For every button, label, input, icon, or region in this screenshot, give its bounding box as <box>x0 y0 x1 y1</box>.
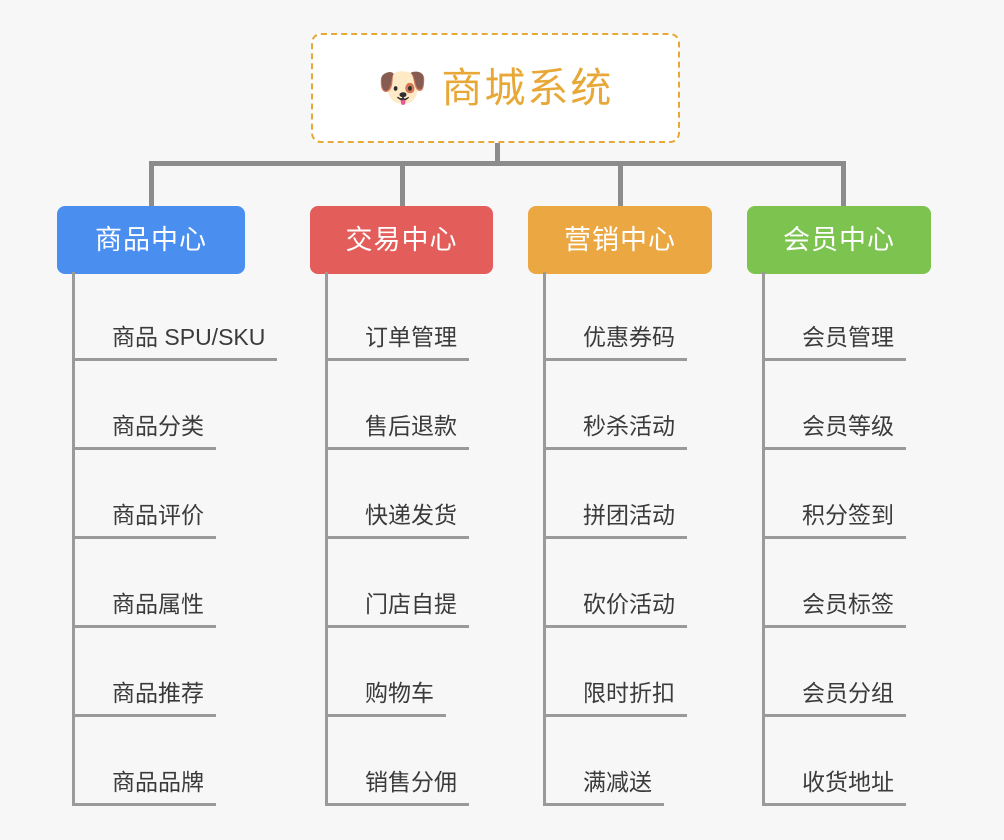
leaf-item[interactable]: 商品评价 <box>72 450 216 539</box>
leaf-item[interactable]: 积分签到 <box>762 450 906 539</box>
connector-drop-trade-center <box>400 161 405 206</box>
leaf-label: 订单管理 <box>365 323 457 350</box>
leaf-label: 满减送 <box>583 768 652 795</box>
leaf-item[interactable]: 拼团活动 <box>543 450 687 539</box>
leaf-item[interactable]: 会员分组 <box>762 628 906 717</box>
connector-drop-product-center <box>149 161 154 206</box>
connector-drop-member-center <box>841 161 846 206</box>
connector-drop-marketing-center <box>618 161 623 206</box>
leaf-spine-marketing-center <box>543 272 546 806</box>
connector-horizontal-bus <box>149 161 846 166</box>
leaf-item[interactable]: 优惠券码 <box>543 272 687 361</box>
leaf-item[interactable]: 售后退款 <box>325 361 469 450</box>
category-label-product-center: 商品中心 <box>95 224 207 255</box>
leaf-label: 砍价活动 <box>583 590 675 617</box>
category-label-trade-center: 交易中心 <box>345 224 458 255</box>
leaf-item[interactable]: 商品品牌 <box>72 717 216 806</box>
leaf-item[interactable]: 满减送 <box>543 717 664 806</box>
leaf-label: 积分签到 <box>802 501 894 528</box>
root-node-shop-system[interactable]: 🐶 商城系统 <box>311 33 680 143</box>
leaf-label: 门店自提 <box>365 590 457 617</box>
shiba-dog-face-icon: 🐶 <box>377 66 428 110</box>
category-label-member-center: 会员中心 <box>783 224 895 255</box>
leaf-item[interactable]: 快递发货 <box>325 450 469 539</box>
leaf-label: 售后退款 <box>365 412 457 439</box>
leaf-label: 快递发货 <box>365 501 457 528</box>
leaf-item[interactable]: 商品属性 <box>72 539 216 628</box>
leaf-item[interactable]: 门店自提 <box>325 539 469 628</box>
category-label-marketing-center: 营销中心 <box>564 224 676 255</box>
leaf-spine-member-center <box>762 272 765 806</box>
leaf-label: 会员管理 <box>802 323 894 350</box>
category-box-product-center[interactable]: 商品中心 <box>57 206 245 274</box>
leaf-label: 商品推荐 <box>112 679 204 706</box>
leaf-item[interactable]: 收货地址 <box>762 717 906 806</box>
category-box-member-center[interactable]: 会员中心 <box>747 206 931 274</box>
leaf-label: 秒杀活动 <box>583 412 675 439</box>
leaf-label: 优惠券码 <box>583 323 675 350</box>
leaf-label: 收货地址 <box>802 768 894 795</box>
leaf-label: 商品评价 <box>112 501 204 528</box>
leaf-label: 商品 SPU/SKU <box>112 323 266 350</box>
leaf-item[interactable]: 会员等级 <box>762 361 906 450</box>
leaf-label: 商品属性 <box>112 590 204 617</box>
leaf-spine-trade-center <box>325 272 328 806</box>
leaf-label: 商品品牌 <box>112 768 204 795</box>
leaf-label: 会员分组 <box>802 679 894 706</box>
leaf-spine-product-center <box>72 272 75 806</box>
leaf-item[interactable]: 会员标签 <box>762 539 906 628</box>
leaf-label: 商品分类 <box>112 412 204 439</box>
leaf-item[interactable]: 秒杀活动 <box>543 361 687 450</box>
leaf-label: 拼团活动 <box>583 501 675 528</box>
category-box-trade-center[interactable]: 交易中心 <box>310 206 493 274</box>
leaf-item[interactable]: 销售分佣 <box>325 717 469 806</box>
leaf-item[interactable]: 限时折扣 <box>543 628 687 717</box>
leaf-item[interactable]: 商品 SPU/SKU <box>72 272 278 361</box>
leaf-item[interactable]: 会员管理 <box>762 272 906 361</box>
root-title: 商城系统 <box>441 64 614 111</box>
leaf-label: 限时折扣 <box>583 679 675 706</box>
leaf-label: 会员等级 <box>802 412 894 439</box>
leaf-item[interactable]: 购物车 <box>325 628 446 717</box>
leaf-label: 购物车 <box>365 679 434 706</box>
leaf-item[interactable]: 商品分类 <box>72 361 216 450</box>
leaf-item[interactable]: 商品推荐 <box>72 628 216 717</box>
leaf-label: 销售分佣 <box>365 768 457 795</box>
leaf-item[interactable]: 砍价活动 <box>543 539 687 628</box>
leaf-item[interactable]: 订单管理 <box>325 272 469 361</box>
leaf-label: 会员标签 <box>802 590 894 617</box>
connector-root-stem <box>495 143 500 163</box>
category-box-marketing-center[interactable]: 营销中心 <box>528 206 712 274</box>
